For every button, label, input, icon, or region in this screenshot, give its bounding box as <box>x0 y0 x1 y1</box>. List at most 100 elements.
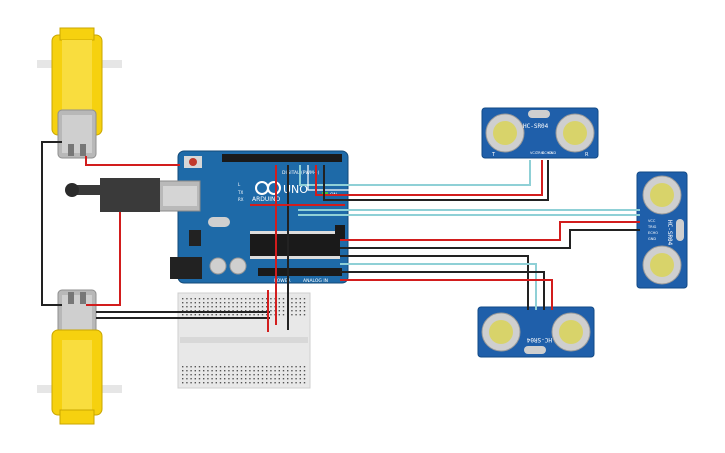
breadboard-hole <box>291 374 293 376</box>
breadboard-hole <box>186 382 188 384</box>
breadboard-hole <box>232 370 234 372</box>
breadboard-hole <box>186 306 188 308</box>
breadboard-hole <box>253 298 255 300</box>
breadboard-hole <box>224 298 226 300</box>
breadboard-hole <box>215 382 217 384</box>
breadboard-hole <box>278 366 280 368</box>
breadboard-hole <box>303 306 306 308</box>
breadboard-hole <box>245 306 247 308</box>
breadboard-hole <box>228 378 230 380</box>
breadboard-hole <box>198 374 201 376</box>
breadboard-hole <box>198 298 201 300</box>
breadboard-hole <box>282 306 285 308</box>
breadboard-hole <box>278 370 280 372</box>
breadboard-hole <box>194 298 196 300</box>
breadboard-hole <box>198 382 201 384</box>
ultrasonic-sensor-bottom: HC-SR04 <box>477 306 595 358</box>
sensor-top-eye-left: T <box>491 152 496 158</box>
breadboard-hole <box>295 306 297 308</box>
breadboard-hole <box>228 382 230 384</box>
breadboard-hole <box>215 314 217 316</box>
breadboard-hole <box>215 366 217 368</box>
arduino-logo <box>255 181 281 195</box>
breadboard-hole <box>219 310 222 312</box>
breadboard-hole <box>182 366 184 368</box>
breadboard-hole <box>182 378 184 380</box>
breadboard-hole <box>211 370 213 372</box>
breadboard-hole <box>194 310 196 312</box>
breadboard-hole <box>198 366 201 368</box>
breadboard-hole <box>190 302 192 304</box>
breadboard-hole <box>270 378 272 380</box>
breadboard-hole <box>203 382 205 384</box>
breadboard-hole <box>240 314 243 316</box>
breadboard-hole <box>291 302 293 304</box>
breadboard-hole <box>228 298 230 300</box>
breadboard-hole <box>215 302 217 304</box>
breadboard-hole <box>219 298 222 300</box>
breadboard-hole <box>266 314 268 316</box>
breadboard-hole <box>182 298 184 300</box>
breadboard-hole <box>245 302 247 304</box>
arduino-model-text: UNO <box>283 183 308 196</box>
breadboard-hole <box>295 314 297 316</box>
arduino-brand-text: ARDUINO <box>252 196 281 203</box>
breadboard-hole <box>253 374 255 376</box>
breadboard-hole <box>303 366 306 368</box>
breadboard-hole <box>190 306 192 308</box>
breadboard-hole <box>186 310 188 312</box>
breadboard-hole <box>291 366 293 368</box>
breadboard-hole <box>190 366 192 368</box>
breadboard-hole <box>211 302 213 304</box>
breadboard-hole <box>228 374 230 376</box>
breadboard-hole <box>228 302 230 304</box>
breadboard-hole <box>249 378 251 380</box>
breadboard-hole <box>261 314 264 316</box>
breadboard-hole <box>236 366 238 368</box>
breadboard-hole <box>282 310 285 312</box>
breadboard-hole <box>253 302 255 304</box>
breadboard-hole <box>186 314 188 316</box>
breadboard-hole <box>266 378 268 380</box>
breadboard-hole <box>219 382 222 384</box>
breadboard-hole <box>274 382 276 384</box>
breadboard-hole <box>295 366 297 368</box>
breadboard-hole <box>291 306 293 308</box>
breadboard-hole <box>270 314 272 316</box>
breadboard-hole <box>266 310 268 312</box>
breadboard-hole <box>270 366 272 368</box>
breadboard-hole <box>236 298 238 300</box>
dc-motor-top <box>37 27 122 159</box>
arduino-power-header-label: POWER <box>274 278 291 284</box>
breadboard <box>177 292 311 389</box>
sensor-bottom-label: HC-SR04 <box>526 336 552 343</box>
breadboard-hole <box>219 378 222 380</box>
breadboard-hole <box>245 382 247 384</box>
sensor-right-label: HC-SR04 <box>666 220 673 246</box>
breadboard-hole <box>303 310 306 312</box>
breadboard-hole <box>190 314 192 316</box>
breadboard-hole <box>190 298 192 300</box>
breadboard-hole <box>186 374 188 376</box>
breadboard-hole <box>278 382 280 384</box>
breadboard-hole <box>240 306 243 308</box>
breadboard-hole <box>299 314 301 316</box>
breadboard-hole <box>270 310 272 312</box>
breadboard-hole <box>186 298 188 300</box>
breadboard-hole <box>278 374 280 376</box>
breadboard-hole <box>240 370 243 372</box>
breadboard-hole <box>215 370 217 372</box>
breadboard-hole <box>236 310 238 312</box>
breadboard-hole <box>207 298 209 300</box>
breadboard-hole <box>198 310 201 312</box>
breadboard-hole <box>303 378 306 380</box>
breadboard-hole <box>219 366 222 368</box>
breadboard-hole <box>270 382 272 384</box>
breadboard-hole <box>278 310 280 312</box>
breadboard-hole <box>211 382 213 384</box>
breadboard-hole <box>303 374 306 376</box>
breadboard-hole <box>282 302 285 304</box>
ultrasonic-sensor-top: HC-SR04 T R VCC TRIG ECHO GND <box>481 107 599 159</box>
breadboard-hole <box>186 366 188 368</box>
